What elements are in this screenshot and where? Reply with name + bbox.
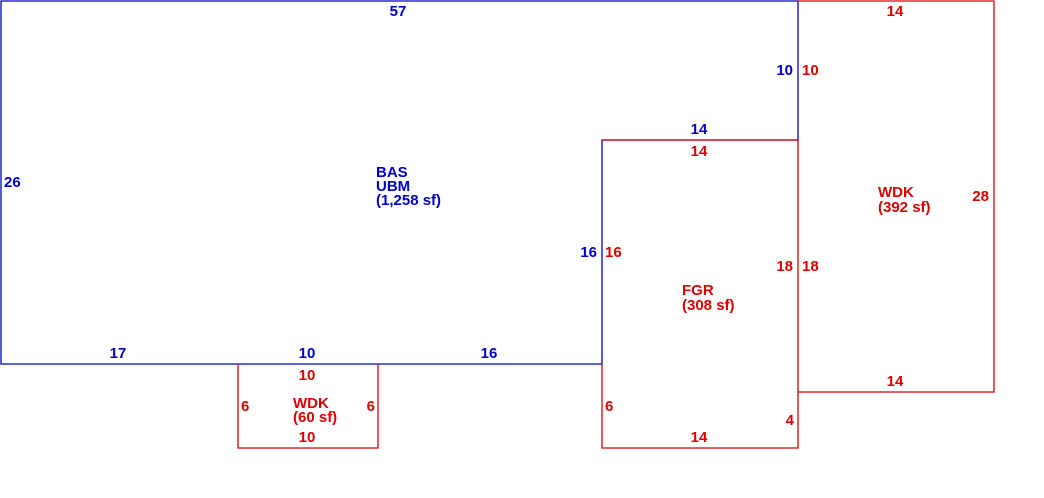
- dim-wdk-small-right: 6: [367, 398, 375, 415]
- wdk-large-name: WDK: [878, 184, 914, 201]
- dim-wdk-large-left-upper: 10: [802, 62, 819, 79]
- dim-wdk-large-left-lower: 18: [802, 258, 819, 275]
- dim-bas-step-top: 14: [691, 121, 708, 138]
- dim-wdk-small-left: 6: [241, 398, 249, 415]
- dim-bas-step-side: 16: [580, 244, 597, 261]
- dim-fgr-top: 14: [691, 143, 708, 160]
- dim-fgr-right-lower: 4: [786, 412, 795, 429]
- wdk-large-area: (392 sf): [878, 199, 931, 216]
- fgr-outline: [601, 139, 799, 449]
- dim-bas-bottom-right: 16: [481, 345, 498, 362]
- dim-wdk-small-bottom: 10: [299, 429, 316, 446]
- dim-wdk-large-top: 14: [887, 3, 904, 20]
- dim-fgr-right: 18: [776, 258, 793, 275]
- dim-fgr-bottom: 14: [691, 429, 708, 446]
- dim-bas-top: 57: [390, 3, 407, 20]
- bas-label-line2: UBM: [376, 178, 410, 195]
- dim-bas-bottom-mid: 10: [299, 345, 316, 362]
- dim-bas-bottom-left: 17: [110, 345, 127, 362]
- fgr-area: (308 sf): [682, 297, 735, 314]
- dim-bas-left: 26: [4, 174, 21, 191]
- bas-area: (1,258 sf): [376, 192, 441, 209]
- wdk-small-name: WDK: [293, 395, 329, 412]
- dim-wdk-small-top: 10: [299, 367, 316, 384]
- wdk-small-area: (60 sf): [293, 409, 337, 426]
- wdk-large-outline: [798, 0, 995, 393]
- dim-wdk-large-bottom: 14: [887, 373, 904, 390]
- dim-fgr-left-lower: 6: [605, 398, 613, 415]
- wdk-small-outline: [237, 364, 379, 449]
- dim-bas-right-upper: 10: [776, 62, 793, 79]
- dim-fgr-left-upper: 16: [605, 244, 622, 261]
- bas-label-line1: BAS: [376, 164, 408, 181]
- dim-wdk-large-right: 28: [972, 188, 989, 205]
- fgr-name: FGR: [682, 282, 714, 299]
